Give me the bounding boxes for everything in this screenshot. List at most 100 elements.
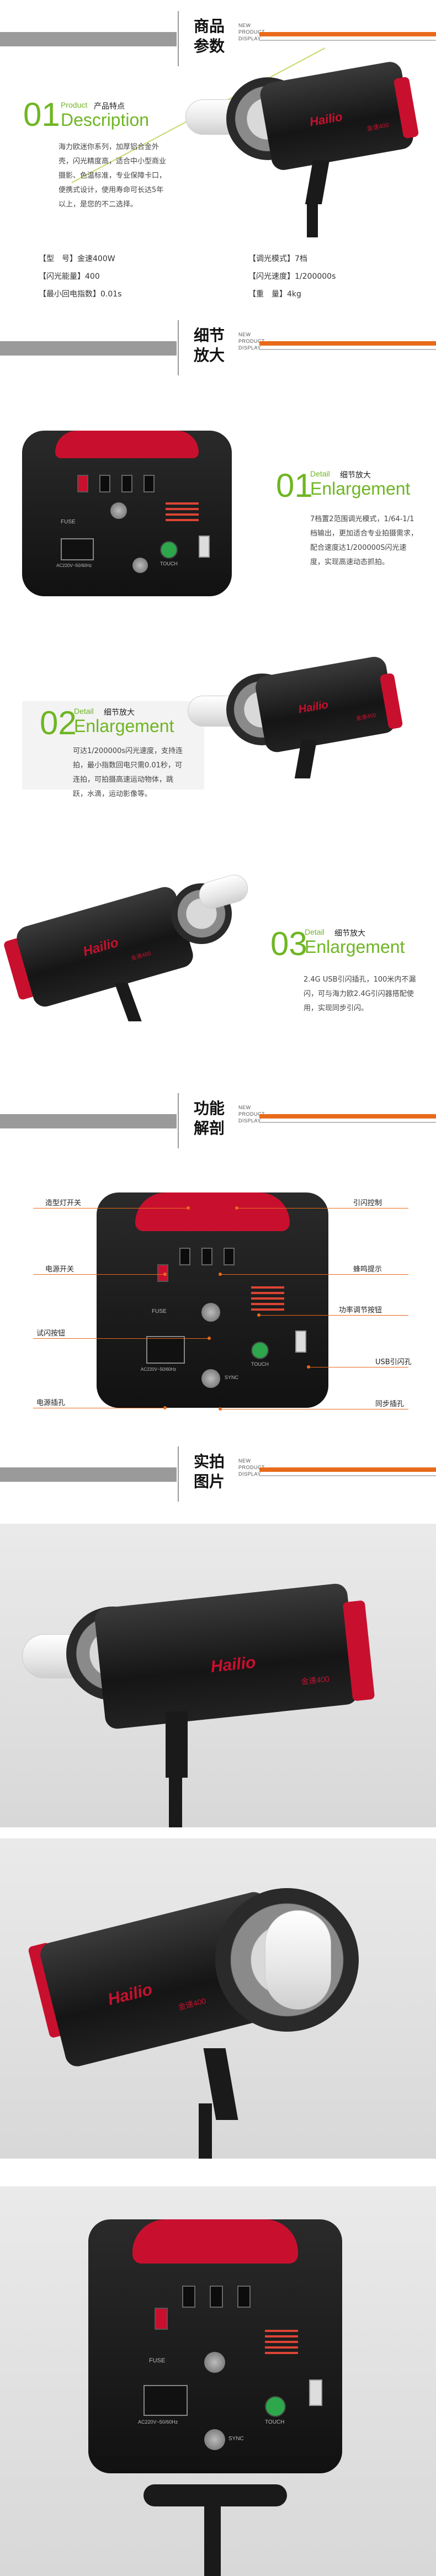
section-header-details: 细节 放大 NEW PRODUCT DISPLAY (0, 309, 436, 386)
spec-table: 【型 号】金速400W 【调光模式】7档 【闪光能量】400 【闪光速度】1/2… (39, 253, 414, 308)
test-button (251, 1342, 269, 1359)
callout-dot (208, 1337, 211, 1340)
red-top-cover (132, 2219, 298, 2264)
spec-weight: 【重 量】4kg (248, 288, 301, 300)
brand-logo: Hailio (210, 1653, 257, 1676)
callout-power-switch: 电源开关 (45, 1265, 75, 1274)
spec-dimming-value: 7档 (295, 255, 307, 263)
detail-cn-label: 细节放大 (334, 929, 365, 937)
fuse-label: FUSE (152, 1308, 167, 1314)
power-led (166, 519, 199, 521)
section-title-params: 商品 参数 (193, 17, 225, 55)
callout-dot (219, 1407, 222, 1411)
sync-port (201, 1369, 220, 1388)
spec-recycle-value: 0.01s (100, 290, 122, 299)
power-led (251, 1286, 284, 1289)
power-socket (146, 1336, 185, 1364)
callout-line (259, 1315, 408, 1316)
power-led (265, 2346, 298, 2349)
brand-logo: Hailio (81, 935, 120, 960)
sync-port (132, 558, 148, 573)
strobe-body: Hailio 金速400 (253, 655, 398, 754)
touch-label: TOUCH (160, 561, 178, 566)
power-led (265, 2330, 298, 2332)
sync-label: SYNC (228, 2436, 244, 2442)
detail-03-panel: Hailio 金速400 03 Detail 细节放大 Enlargement … (0, 839, 436, 1049)
header-title-box (178, 320, 255, 375)
spec-model-label: 【型 号】 (39, 255, 77, 263)
spec-weight-value: 4kg (287, 290, 301, 299)
spec-energy: 【闪光能量】400 (39, 271, 100, 283)
detail-02-text-bg (22, 701, 204, 789)
strobe-body: Hailio 金速400 (14, 884, 196, 1010)
callout-dot (235, 1206, 238, 1210)
detail-cn-label: 细节放大 (104, 708, 135, 717)
power-led (251, 1308, 284, 1311)
model-mark: 金速400 (177, 1996, 207, 2012)
header-thin-line (259, 1475, 436, 1476)
back-panel-image: FUSE AC220V~50/60Hz SYNC TOUCH (97, 1192, 328, 1408)
header-thin-line (259, 40, 436, 41)
power-led (251, 1297, 284, 1300)
new-product-display-text: NEW PRODUCT DISPLAY (238, 332, 265, 351)
header-orange-bar (259, 1467, 436, 1472)
detail-02-text: 可达1/200000s闪光速度，支持连拍，最小指数回电只需0.01秒，可连拍，可… (73, 747, 183, 798)
power-led (166, 502, 199, 505)
power-led (265, 2341, 298, 2343)
header-orange-bar (259, 1114, 436, 1119)
callout-line (33, 1274, 166, 1275)
detail-small-en: Detail (310, 469, 330, 478)
feature-big-en: Description (61, 110, 150, 130)
callout-power-adjust: 功率调节按钮 (339, 1306, 382, 1314)
photo-3-back-view: FUSE AC220V~50/60Hz SYNC TOUCH (0, 2186, 436, 2576)
section-title-photos: 实拍 图片 (193, 1453, 225, 1491)
callout-dot (163, 1273, 167, 1276)
strobe-body: Hailio 金速400 (258, 60, 415, 172)
callout-sync-port: 同步插孔 (375, 1400, 405, 1408)
hero-product-image: Hailio 金速400 (71, 47, 436, 237)
brand-logo: Hailio (309, 109, 344, 129)
model-mark: 金速400 (300, 1674, 330, 1687)
new-product-display-text: NEW PRODUCT DISPLAY (238, 1458, 265, 1477)
fuse-knob (201, 1303, 220, 1322)
header-thin-line (259, 1122, 436, 1123)
product-features-text: 海力欧迷你系列，加厚铝合金外壳，闪光精度高，适合中小型商业摄影、色温标准，专业保… (59, 143, 167, 209)
header-gray-bar (0, 1114, 177, 1128)
trigger-switch (143, 475, 155, 492)
detail-small-en: Detail (74, 707, 94, 715)
callout-line (33, 1338, 210, 1339)
feature-small-en: Product (61, 100, 88, 109)
stand-pole (307, 199, 318, 237)
stand-yoke (114, 983, 142, 1021)
photo-2-front-view: Hailio 金速400 (0, 1838, 436, 2159)
modeling-switch (182, 2286, 195, 2308)
header-title-box (178, 1446, 255, 1502)
power-led (265, 2335, 298, 2338)
callout-modeling-switch: 造型灯开关 (45, 1199, 82, 1207)
touch-label: TOUCH (265, 2419, 285, 2425)
callout-line (237, 1208, 408, 1209)
spec-speed: 【闪光速度】1/200000s (248, 271, 336, 283)
red-top-cover (55, 431, 199, 458)
header-gray-bar (0, 341, 177, 356)
detail-small-en: Detail (305, 927, 325, 936)
new-product-display-text: NEW PRODUCT DISPLAY (238, 23, 265, 41)
callout-dot (307, 1365, 310, 1369)
spec-speed-value: 1/200000s (295, 272, 336, 281)
red-top-cover (135, 1192, 290, 1231)
power-socket (143, 2385, 188, 2416)
power-switch (157, 1264, 168, 1282)
callout-dot (257, 1313, 260, 1317)
power-led (251, 1303, 284, 1305)
product-features-heading: 01 Product 产品特点 Description (23, 98, 189, 137)
detail-01-heading: 01 Detail 细节放大 Enlargement (276, 469, 430, 508)
callout-test-button: 试闪按钮 (36, 1329, 66, 1338)
photo-1-side-view: Hailio 金速400 (0, 1524, 436, 1827)
back-panel-image: FUSE AC220V~50/60Hz SYNC TOUCH (88, 2219, 342, 2473)
power-led (265, 2352, 298, 2354)
trigger-switch (237, 2286, 251, 2308)
test-button (160, 541, 178, 559)
stand-yoke (166, 1711, 188, 1778)
spec-model-value: 金速400W (77, 255, 115, 263)
model-mark: 金速400 (130, 950, 152, 962)
